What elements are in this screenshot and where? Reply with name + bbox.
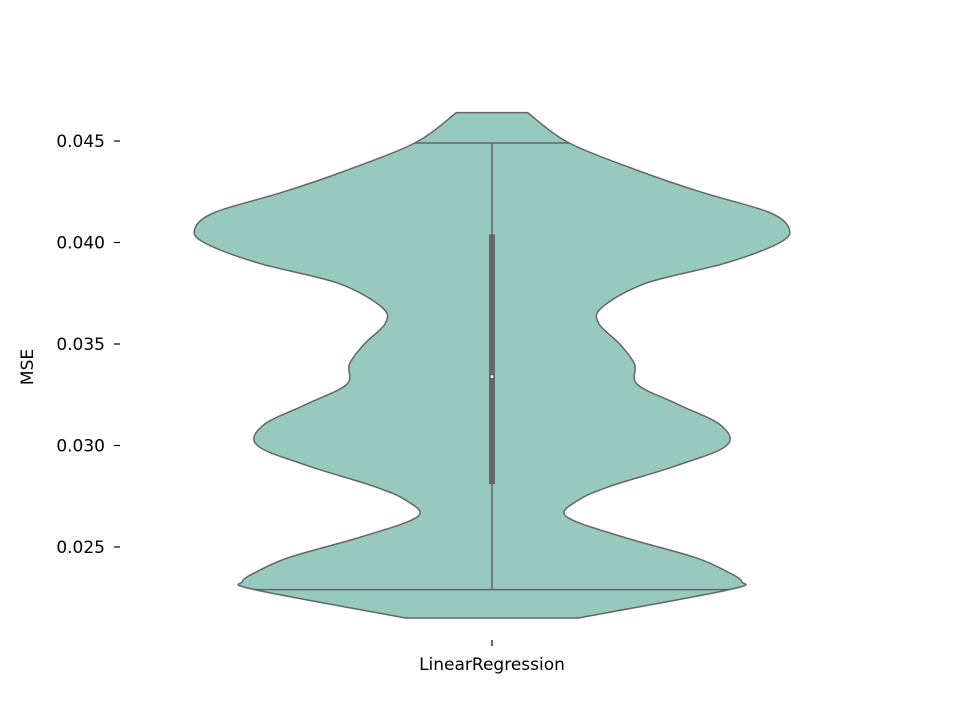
y-axis-label: MSE [18,349,38,385]
y-axis: 0.025 0.030 0.035 0.040 0.045 [56,132,120,558]
plot-area [193,111,791,619]
x-axis: LinearRegression [419,640,565,675]
y-tick-label-1: 0.030 [56,437,105,457]
y-tick-label-2: 0.035 [56,335,105,355]
y-tick-label-4: 0.045 [56,132,105,152]
x-tick-label-0: LinearRegression [419,655,565,675]
y-tick-label-0: 0.025 [56,538,105,558]
median-marker [490,375,494,378]
y-tick-label-3: 0.040 [56,234,105,254]
